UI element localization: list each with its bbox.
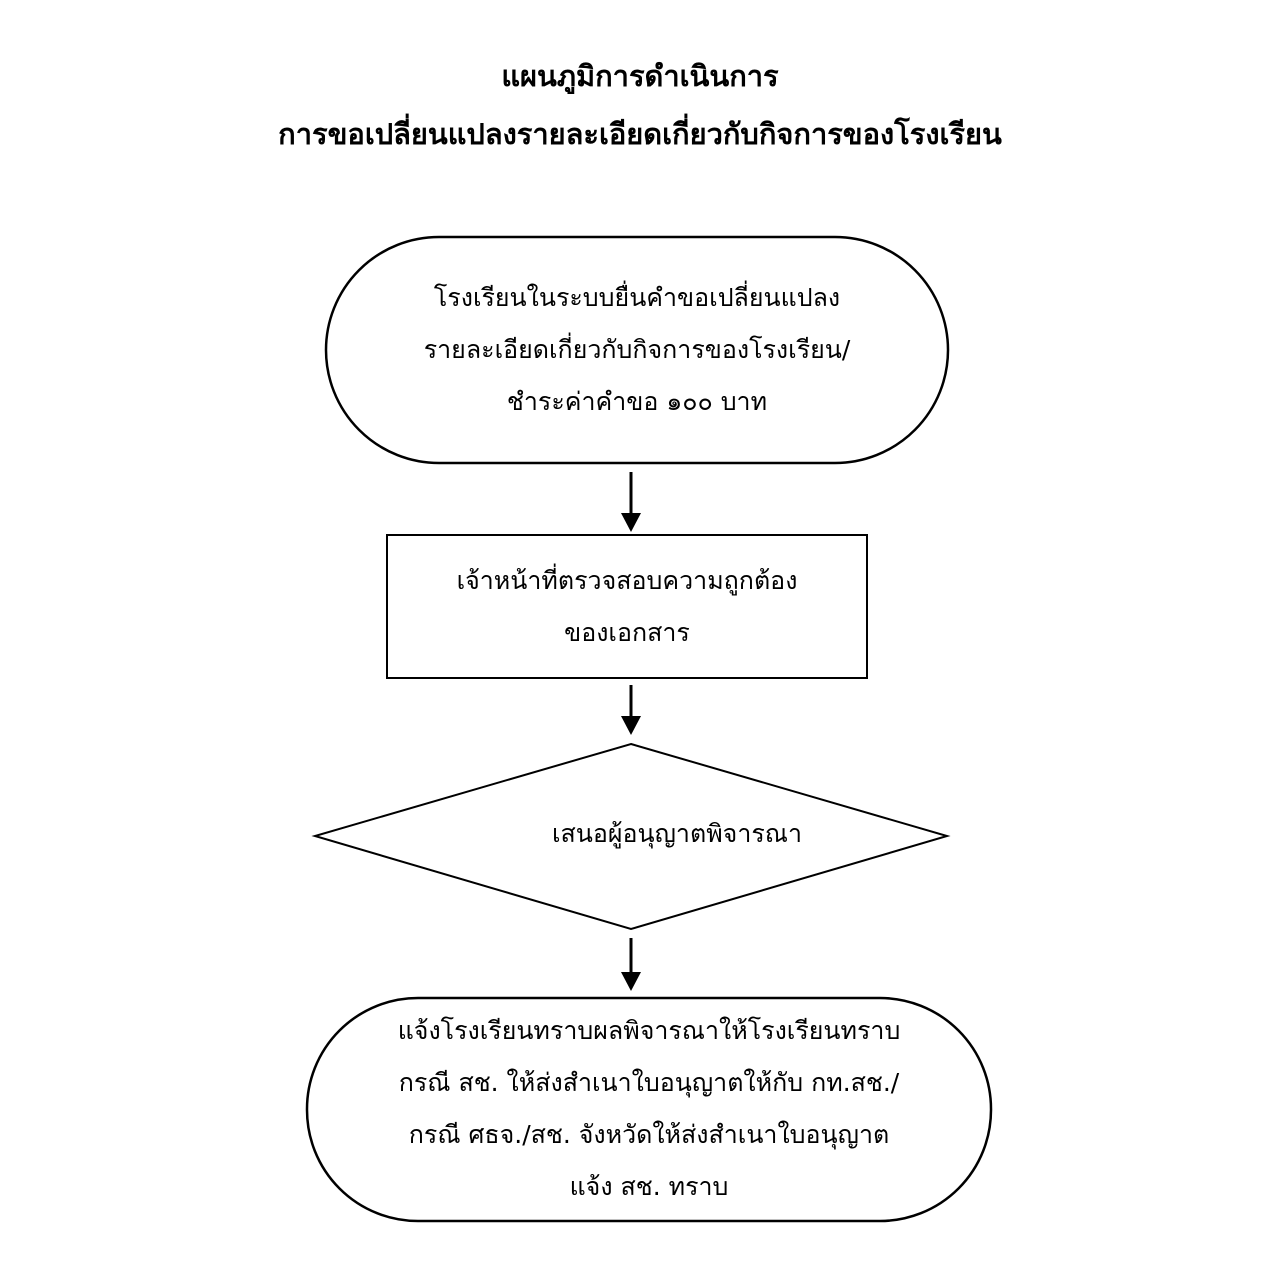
start-text-line-3: ชำระค่าคำขอ ๑๐๐ บาท (506, 387, 768, 416)
arrowhead-3 (621, 972, 641, 991)
process-text-line-2: ของเอกสาร (564, 618, 690, 647)
end-text-line-2: กรณี สช. ให้ส่งสำเนาใบอนุญาตให้กับ กท.สช… (398, 1068, 900, 1097)
arrowhead-1 (621, 513, 641, 532)
start-terminator (324, 235, 950, 465)
process-box (386, 534, 868, 679)
decision-diamond (311, 742, 951, 931)
end-text-line-3: กรณี ศธจ./สช. จังหวัดให้ส่งสำเนาใบอนุญาต (408, 1120, 890, 1149)
decision-text-line-1: เสนอผู้อนุญาตพิจารณา (551, 819, 803, 848)
end-terminator (305, 996, 993, 1223)
start-text-line-2: รายละเอียดเกี่ยวกับกิจการของโรงเรียน/ (423, 335, 851, 364)
end-text-line-4: แจ้ง สช. ทราบ (569, 1172, 729, 1201)
process-box-text: เจ้าหน้าที่ตรวจสอบความถูกต้อง ของเอกสาร (390, 548, 864, 666)
diagram-title-line-2: การขอเปลี่ยนแปลงรายละเอียดเกี่ยวกับกิจกา… (278, 117, 1002, 151)
end-terminator-text: แจ้งโรงเรียนทราบผลพิจารณาให้โรงเรียนทราบ… (312, 1005, 986, 1213)
process-text-line-1: เจ้าหน้าที่ตรวจสอบความถูกต้อง (456, 566, 798, 595)
diagram-title-line-1: แผนภูมิการดำเนินการ (501, 59, 779, 93)
end-text-line-1: แจ้งโรงเรียนทราบผลพิจารณาให้โรงเรียนทราบ (397, 1016, 901, 1045)
start-text-line-1: โรงเรียนในระบบยื่นคำขอเปลี่ยนแปลง (433, 283, 841, 312)
start-terminator-text: โรงเรียนในระบบยื่นคำขอเปลี่ยนแปลง รายละเ… (330, 249, 944, 451)
decision-diamond-text: เสนอผู้อนุญาตพิจารณา (420, 806, 934, 862)
arrowhead-2 (621, 716, 641, 735)
